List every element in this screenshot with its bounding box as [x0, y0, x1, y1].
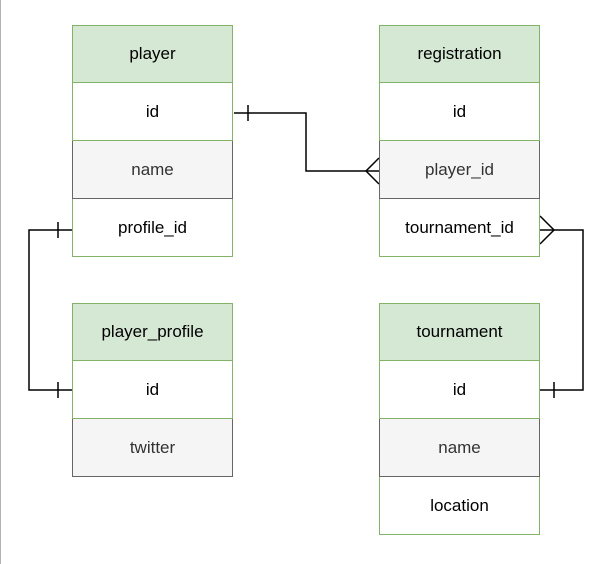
tournament-name-field[interactable]: name — [379, 419, 540, 477]
tournament-table[interactable]: tournament id name location — [379, 303, 540, 535]
player-profile-table[interactable]: player_profile id twitter — [72, 303, 233, 477]
player-table[interactable]: player id name profile_id — [72, 25, 233, 257]
tournament-id-field[interactable]: id — [379, 361, 540, 419]
canvas-left-border — [0, 0, 1, 564]
many-cardinality-mark — [364, 157, 380, 185]
player-table-header[interactable]: player — [72, 25, 233, 83]
player-profile-table-header[interactable]: player_profile — [72, 303, 233, 361]
player-registration-connector — [234, 112, 379, 172]
registration-tournament-connector — [540, 229, 584, 391]
player-profile-twitter-field[interactable]: twitter — [72, 419, 233, 477]
player-name-field[interactable]: name — [72, 141, 233, 199]
registration-table-header[interactable]: registration — [379, 25, 540, 83]
player-id-field[interactable]: id — [72, 83, 233, 141]
registration-tournament-id-field[interactable]: tournament_id — [379, 199, 540, 257]
registration-id-field[interactable]: id — [379, 83, 540, 141]
player-profile-id-field[interactable]: profile_id — [72, 199, 233, 257]
registration-player-id-field[interactable]: player_id — [379, 141, 540, 199]
tournament-location-field[interactable]: location — [379, 477, 540, 535]
player-profile-connector — [28, 229, 72, 391]
many-cardinality-mark — [539, 215, 556, 245]
tournament-table-header[interactable]: tournament — [379, 303, 540, 361]
player-profile-id-field[interactable]: id — [72, 361, 233, 419]
registration-table[interactable]: registration id player_id tournament_id — [379, 25, 540, 257]
